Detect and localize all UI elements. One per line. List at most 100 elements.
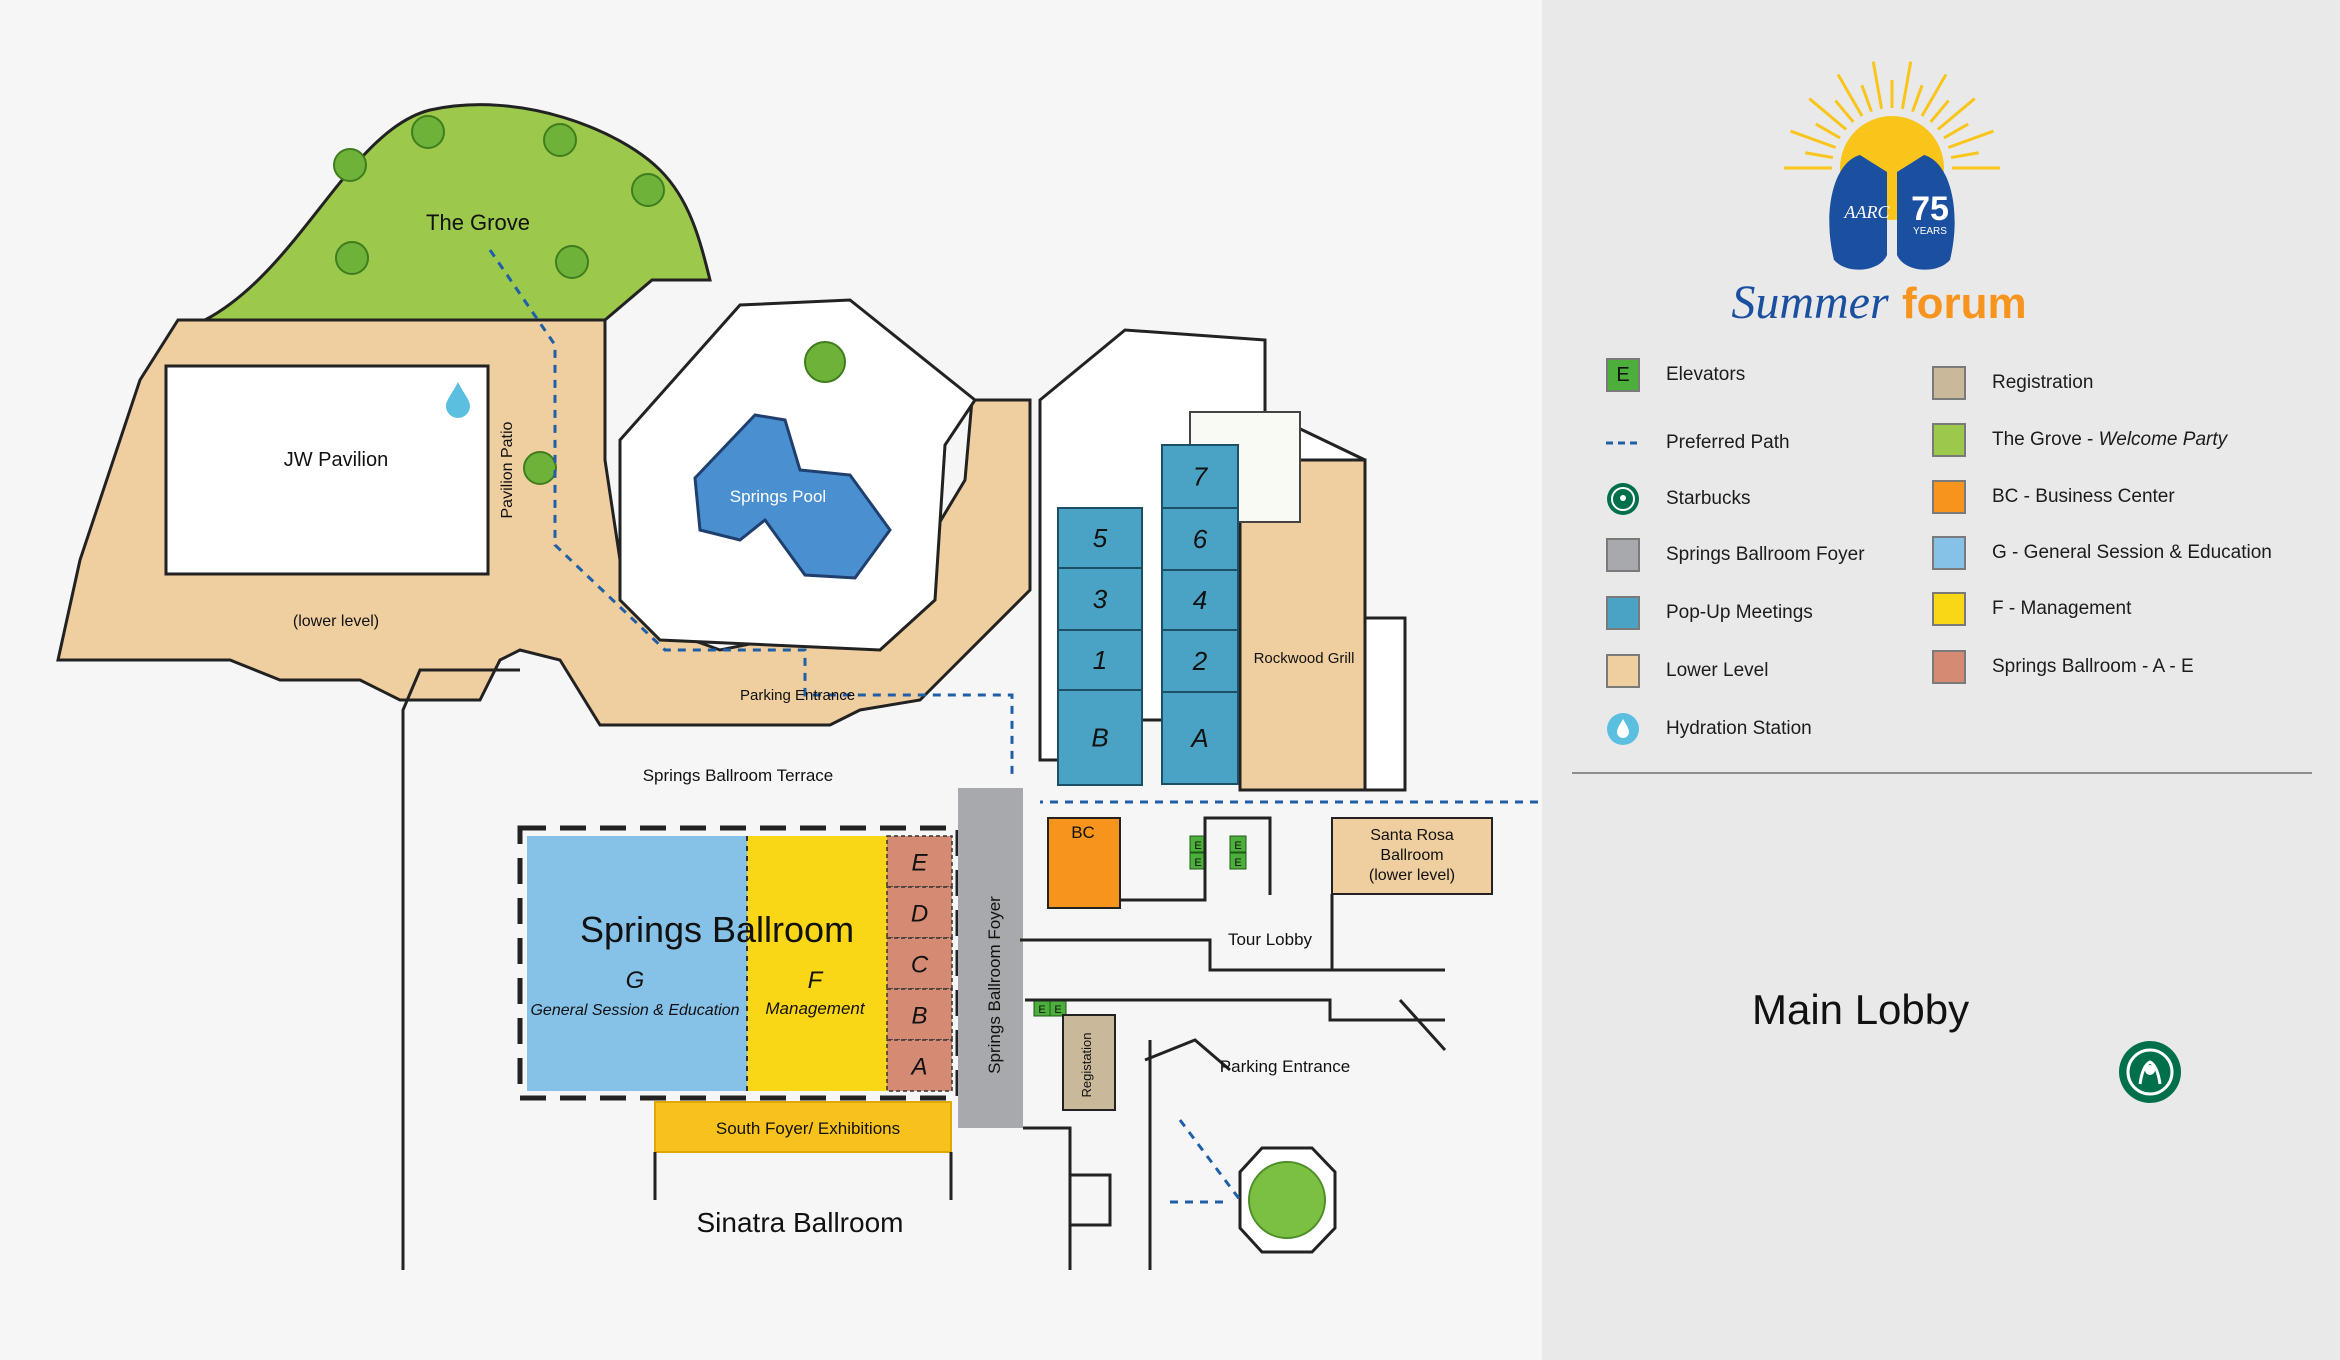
elevator-letter: E: [1054, 1004, 1061, 1016]
shrub-foliage: [1248, 1161, 1326, 1239]
popup-room: [1161, 691, 1239, 785]
legend-item: The Grove - Welcome Party: [1932, 423, 2227, 457]
section-g: [527, 836, 747, 1091]
lungs-icon: [1829, 130, 1955, 270]
bc-label: BC: [1071, 823, 1095, 842]
summer-forum-logo: AARC 75 YEARS Summer forum: [1731, 61, 2027, 329]
registration-desk: [1062, 1014, 1116, 1111]
popup-room-label: A: [1189, 723, 1208, 753]
popup-room: [1057, 507, 1143, 569]
the-grove-label: The Grove: [426, 210, 530, 235]
sun-ray: [1808, 97, 1848, 131]
section-f-letter: F: [808, 967, 824, 994]
sun-ray: [1929, 99, 1950, 124]
ballroom-section-label: A: [909, 1054, 927, 1081]
south-foyer: [654, 1101, 952, 1153]
logo-title-bold: forum: [1902, 279, 2027, 328]
south-foyer-label: South Foyer/ Exhibitions: [716, 1119, 900, 1138]
legend-item: Registration: [1932, 366, 2093, 400]
preferred-path: [488, 249, 1542, 1204]
springs-ballroom-foyer: [958, 788, 1023, 1128]
sinatra-ballroom-label: Sinatra Ballroom: [697, 1207, 904, 1238]
legend-label: BC - Business Center: [1992, 486, 2175, 507]
legend-divider: [1572, 772, 2312, 774]
ballroom-section-label: C: [911, 952, 929, 979]
sun-ray: [1920, 73, 1948, 117]
starbucks-icon: [1606, 482, 1640, 516]
ballroom-section: [886, 937, 953, 990]
springs-pool: [693, 413, 892, 580]
legend-item: Springs Ballroom Foyer: [1606, 538, 1865, 572]
springs-ballroom-terrace-label: Springs Ballroom Terrace: [643, 766, 834, 785]
popup-room-label: 1: [1093, 645, 1107, 675]
lower-level-label: (lower level): [293, 613, 379, 630]
legend-swatch: [1932, 423, 1966, 457]
starbucks-location-icon[interactable]: [2118, 1040, 2182, 1104]
jw-pavilion-label: JW Pavilion: [284, 449, 388, 471]
popup-room: [1161, 444, 1239, 509]
grove-trees: [333, 115, 665, 485]
legend-item: BC - Business Center: [1932, 480, 2175, 514]
elevator-letter: E: [1234, 840, 1241, 852]
santa-rosa-ballroom: [1331, 817, 1493, 895]
legend-item: Hydration Station: [1606, 712, 1812, 746]
legend-item: F - Management: [1932, 592, 2131, 626]
popup-room-label: 2: [1192, 646, 1208, 676]
sun-ray: [1943, 122, 1969, 140]
legend-label: Registration: [1992, 372, 2094, 393]
section-g-letter: G: [626, 967, 645, 994]
section-f: [747, 836, 887, 1091]
ballroom-section: [886, 835, 953, 888]
legend-item: Preferred Path: [1606, 426, 1790, 460]
legend-label-suffix: Welcome Party: [2098, 429, 2228, 450]
section-g-label: General Session & Education: [530, 1002, 739, 1019]
org-mark: AARC: [1844, 202, 1891, 222]
business-center: [1047, 817, 1121, 909]
legend-item: Lower Level: [1606, 654, 1768, 688]
sun-ray: [1860, 84, 1873, 113]
sun-ray: [1871, 61, 1884, 110]
logo-title-script: Summer: [1731, 276, 1889, 329]
legend-label: Preferred Path: [1666, 432, 1790, 453]
foyer-label: Springs Ballroom Foyer: [985, 896, 1004, 1074]
popup-room-label: 6: [1193, 524, 1208, 554]
hydration-drop-icon: [1606, 712, 1640, 746]
legend-swatch: [1932, 592, 1966, 626]
ballroom-section-label: D: [911, 901, 928, 928]
anniversary-number: 75: [1911, 190, 1949, 228]
springs-ballroom-title: Springs Ballroom: [580, 909, 854, 950]
popup-room-label: 7: [1193, 462, 1209, 492]
legend-swatch: [1606, 596, 1640, 630]
popup-room: [1057, 567, 1143, 631]
popup-room: [1161, 569, 1239, 631]
main-lobby-label: Main Lobby: [1752, 986, 1970, 1033]
parking-entrance-top-label: Parking Entrance: [740, 687, 855, 704]
legend-swatch: [1932, 650, 1966, 684]
tour-lobby-label: Tour Lobby: [1228, 930, 1313, 949]
hydration-station-marker[interactable]: [446, 382, 470, 418]
popup-room: [1161, 507, 1239, 571]
elevator-letter: E: [1194, 840, 1201, 852]
elevator-marker: [1229, 835, 1247, 853]
sun-ray: [1834, 99, 1855, 124]
sun-ray: [1815, 122, 1841, 140]
registration-label: Registation: [1079, 1032, 1094, 1097]
popup-room: [1161, 629, 1239, 693]
anniversary-years: YEARS: [1913, 226, 1947, 237]
legend-label: Hydration Station: [1666, 718, 1812, 739]
elevator-swatch: E: [1606, 358, 1640, 392]
parking-entrance-bottom-label: Parking Entrance: [1220, 1057, 1350, 1076]
legend-swatch: [1932, 536, 1966, 570]
rockwood-grill-label: Rockwood Grill: [1254, 650, 1355, 667]
section-f-label: Management: [765, 999, 866, 1018]
popup-room-label: 5: [1093, 523, 1108, 553]
sun-ray: [1805, 151, 1834, 160]
legend-swatch: [1932, 480, 1966, 514]
